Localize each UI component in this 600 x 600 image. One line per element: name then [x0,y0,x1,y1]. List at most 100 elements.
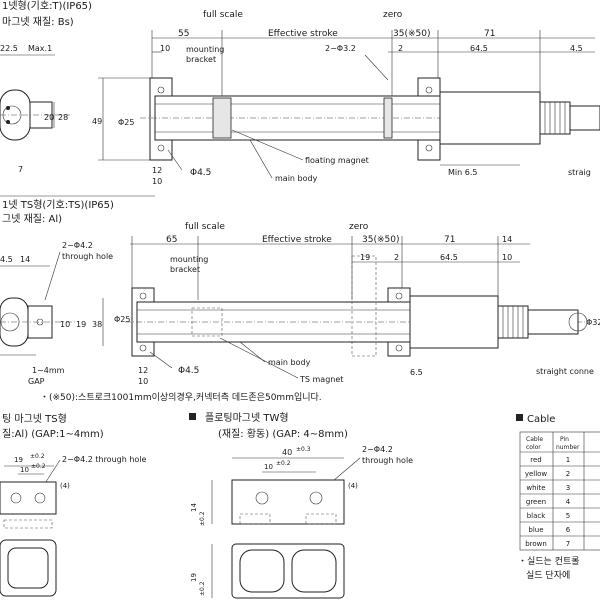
s1-zero: zero [383,10,403,20]
s1-dim-49: 49 [92,117,102,126]
s2-dim-12: 12 [138,366,148,375]
s2-dim-38: 38 [92,320,102,329]
s3-drawing: 19 ±0.2 10 ±0.2 2−Φ4.2 through hole (4) [0,453,147,597]
cable-pin-cell: 5 [566,512,570,520]
cable-pin-cell: 1 [566,456,570,464]
s4-dim-19: 19 [190,573,198,582]
cable-color-cell: blue [528,526,543,534]
cable-color-cell: green [526,498,546,506]
section1-title-line2: 마그넷 재질: Bs) [2,16,74,28]
cable-note-line1: ・실드는 컨트롤 [518,556,580,567]
s1-dim-10b: 10 [152,177,162,186]
s1-bracket: bracket [186,55,216,64]
cable-color-cell: yellow [525,470,548,478]
s1-dim-71: 71 [484,29,495,39]
cable-header-color-1: Cable [526,436,543,443]
s2-phi32: Φ32 [586,318,600,327]
s2-phi25: Φ25 [114,315,130,324]
s2-dim-6-5: 6.5 [410,368,423,377]
s1-dim-4-5: 4.5 [570,44,583,53]
s2-end-view: 4.5 14 2−Φ4.2 through hole 10 19 1∼4mm G… [0,241,113,386]
s4-dim-4: (4) [348,482,358,490]
s2-full-scale: full scale [185,222,225,232]
s1-dim-35-50: 35(※50) [393,29,430,39]
s4-tol-10: ±0.2 [276,460,291,467]
s1-main-body: 49 Φ25 [92,77,600,161]
cable-pin-cell: 7 [566,540,570,548]
s4-drawing: 40 ±0.3 10 ±0.2 2−Φ4.2 through hole (4) … [190,445,413,599]
s2-top-dims: 65 Effective stroke 35(※50) 71 14 [130,235,530,300]
s1-phi45: Φ4.5 [190,168,211,178]
s4-hole-1: 2−Φ4.2 [362,445,393,454]
s1-phi25: Φ25 [118,118,134,127]
cable-pin-cell: 3 [566,484,570,492]
s2-dim-64-5: 64.5 [440,253,458,262]
s2-dim-65: 65 [166,235,177,245]
s2-phi45: Φ4.5 [178,366,199,376]
s1-min65: Min 6.5 [448,168,477,177]
s2-dim-19: 19 [360,253,370,262]
s1-top-dims: 55 Effective stroke 35(※50) 71 [151,29,595,100]
s2-dim-10b: 10 [60,320,70,329]
s1-dim-64-5: 64.5 [470,44,488,53]
section3-title-line1: 팅 마그넷 TS형 [2,413,67,425]
s4-dim-10: 10 [264,463,273,471]
s3-hole: 2−Φ4.2 through hole [62,455,147,464]
s1-full-scale: full scale [203,10,243,20]
s1-dim-max1: Max.1 [28,44,52,53]
s2-zero: zero [349,222,369,232]
s4-tol-14: ±0.2 [199,511,206,526]
cable-pin-cell: 4 [566,498,571,506]
section4-title-line1: 플로팅마그넷 TW형 [205,412,289,424]
s1-hole: 2−Φ3.2 [325,44,356,53]
s1-dim-22-5: 22.5 [0,44,18,53]
s1-main-body-label: main body [275,174,318,183]
cable-bullet [516,414,523,421]
cable-header-pin-1: Pin [560,436,569,443]
s1-mounting: mounting [186,45,224,54]
cable-header-pin-2: number [556,444,580,451]
s2-ts-magnet: TS magnet [299,375,343,384]
s3-dim-10: 10 [20,466,29,474]
s2-dim-35-50: 35(※50) [362,235,399,245]
s4-hole-2: through hole [362,456,413,465]
cable-color-cell: brown [525,540,547,548]
section3-title-line2: 질:Al) (GAP:1∼4mm) [2,428,104,440]
s3-tol-19: ±0.2 [30,453,45,460]
cable-title: Cable [527,414,555,425]
s1-dim-12: 12 [152,166,162,175]
s2-dim-14: 14 [20,255,30,264]
s4-dim-14: 14 [190,503,198,512]
cable-note-line2: 실드 단자에 [526,570,570,581]
s2-bottom-labels: 12 10 Φ4.5 main body TS magnet 6.5 strai… [138,337,594,386]
s2-gap-range: 1∼4mm [32,366,65,375]
section1-title-line1: 1넷형(기호:T)(IP65) [2,0,92,12]
cable-pin-cell: 2 [566,470,570,478]
cable-header-color-2: color [526,444,541,451]
s2-dim-2: 2 [394,253,399,262]
s2-second-dims: 19 2 64.5 10 mounting bracket [170,253,520,274]
s2-effective-stroke: Effective stroke [262,235,332,245]
s2-gap: GAP [28,377,45,386]
s2-bracket: bracket [170,265,200,274]
cable-color-cell: red [530,456,541,464]
s2-dim-10c: 10 [138,377,148,386]
s1-dim-20: 20 [44,113,54,122]
s1-dim-55: 55 [178,29,189,39]
s2-hole-1: 2−Φ4.2 [62,241,93,250]
section2-title-line2: 그넷 재질: Al) [2,213,62,225]
s2-dim-4-5: 4.5 [0,255,13,264]
s2-main-body-label: main body [268,358,311,367]
s1-dim-2: 2 [398,44,403,53]
s3-tol-10: ±0.2 [31,463,46,470]
s2-mounting: mounting [170,255,208,264]
cable-color-cell: white [526,484,545,492]
s2-main-body: 38 Φ25 49 Φ32 [92,255,600,357]
cable-table: Cable color Pin number red 1 yellow 2 white 3… [519,431,600,551]
s4-bullet [189,413,196,420]
section2-title-line1: 1넷 TS형(기호:TS)(IP65) [2,199,114,211]
s3-dim-19: 19 [14,456,23,464]
s3-dim-4: (4) [60,482,70,490]
s1-dim-10: 10 [160,44,170,53]
s1-dim-7: 7 [18,165,23,174]
